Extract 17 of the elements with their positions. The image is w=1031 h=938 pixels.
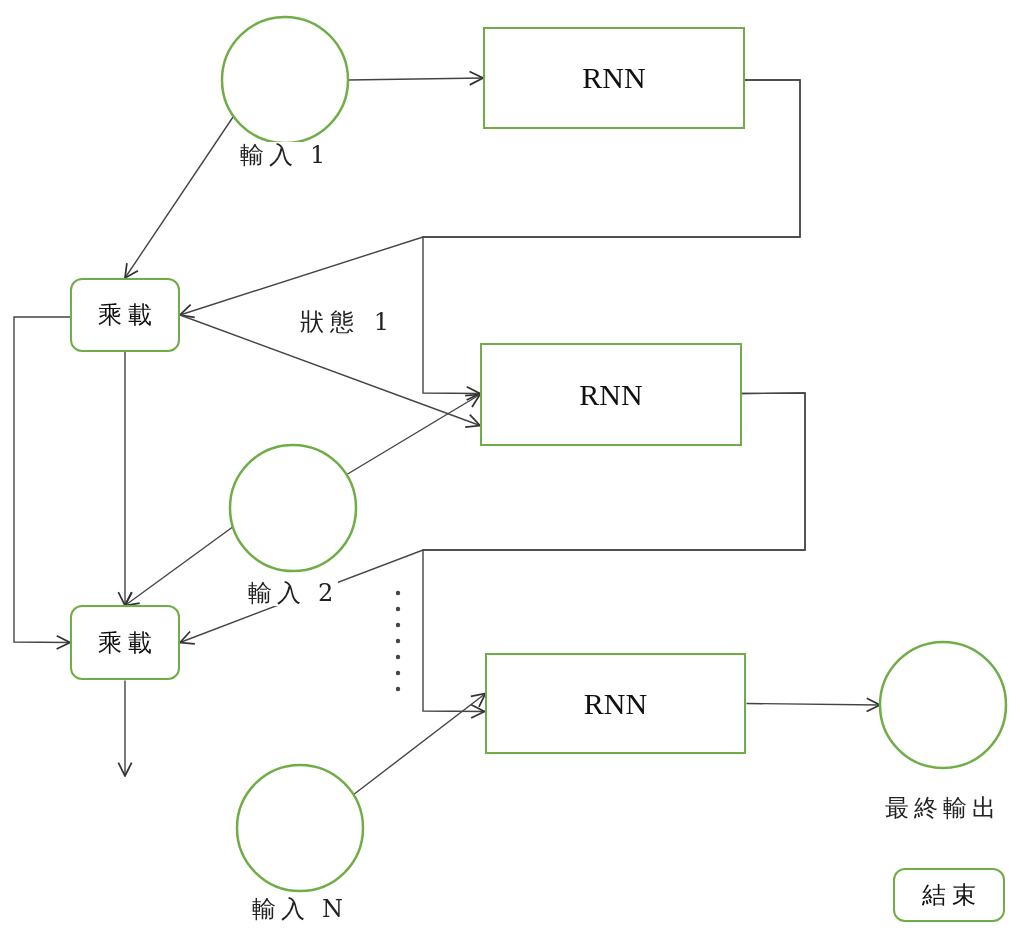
process-box: 乘載 bbox=[70, 278, 180, 352]
arrow bbox=[13, 316, 71, 650]
process-box: 結束 bbox=[893, 868, 1005, 922]
arrow bbox=[179, 314, 481, 428]
arrow bbox=[124, 116, 234, 279]
state-label: 狀態 1 bbox=[300, 307, 395, 338]
rnn-box: RNN bbox=[483, 27, 745, 129]
rnn-box: RNN bbox=[485, 653, 746, 754]
arrow bbox=[745, 697, 881, 713]
rnn-box: RNN bbox=[480, 343, 742, 446]
arrow bbox=[352, 692, 487, 796]
arrow bbox=[345, 393, 481, 476]
process-box: 乘載 bbox=[70, 605, 180, 680]
arrow bbox=[422, 392, 806, 719]
node-label: 輸入 2 bbox=[247, 580, 339, 607]
arrow bbox=[422, 79, 801, 401]
arrow bbox=[117, 679, 133, 777]
